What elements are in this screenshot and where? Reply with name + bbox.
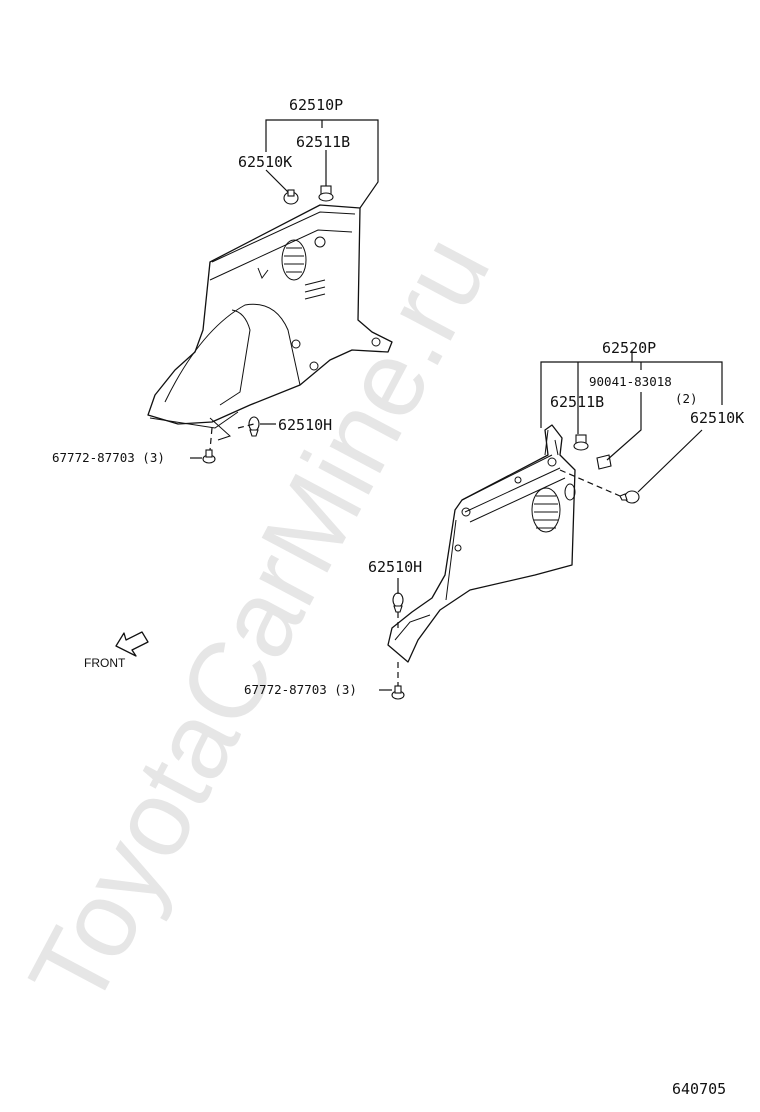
clip-62510k-right: [619, 490, 640, 504]
diagram-code: 640705: [672, 1080, 726, 1098]
label-62520p: 62520P: [602, 339, 656, 357]
label-62510h-left: 62510H: [278, 416, 332, 434]
clip-62510k-left: [283, 189, 299, 205]
label-62510k-right: 62510K: [690, 409, 744, 427]
front-arrow-icon: [115, 631, 149, 657]
screw-left: [202, 449, 216, 464]
right-quarter-trim-panel: [387, 424, 576, 663]
left-quarter-trim-panel: [147, 204, 393, 441]
label-62511b-left: 62511B: [296, 133, 350, 151]
label-62510h-right: 62510H: [368, 558, 422, 576]
clip-62511b-right: [573, 434, 589, 451]
label-62510k-left: 62510K: [238, 153, 292, 171]
label-screw-right: 67772-87703 (3): [244, 682, 357, 697]
screw-right: [391, 685, 405, 700]
label-screw-left: 67772-87703 (3): [52, 450, 165, 465]
front-label: FRONT: [84, 656, 126, 670]
label-62511b-right: 62511B: [550, 393, 604, 411]
clip-62510h-left: [248, 416, 260, 437]
label-nut-qty: (2): [675, 391, 698, 406]
label-62510p: 62510P: [289, 96, 343, 114]
nut-90041-83018: [596, 454, 612, 470]
label-nut: 90041-83018: [589, 374, 672, 389]
clip-62510h-right: [392, 592, 404, 613]
clip-62511b-left: [318, 185, 334, 202]
